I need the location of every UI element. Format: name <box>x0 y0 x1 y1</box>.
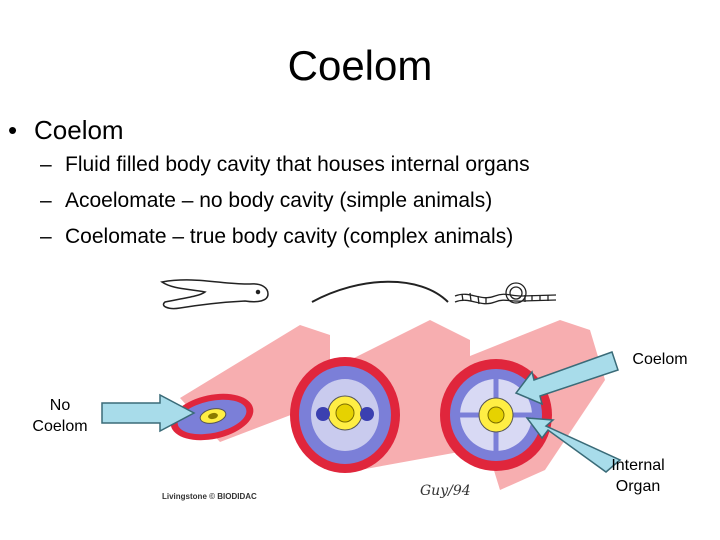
coelom-label: Coelom <box>632 351 688 368</box>
flatworm-sketch <box>160 279 269 310</box>
main-bullet-text: Coelom <box>34 115 124 145</box>
no-coelom-label-line: No <box>49 397 71 414</box>
slide-title: Coelom <box>287 42 433 89</box>
subpoint: –Acoelomate – no body cavity (simple ani… <box>40 188 492 214</box>
sub-marker: – <box>40 153 52 176</box>
coelom-diagram: Livingstone © BIODIDAC Guy/94 <box>101 279 622 501</box>
subpoint: –Coelomate – true body cavity (complex a… <box>40 224 513 250</box>
earthworm-sketch <box>454 282 557 305</box>
no-coelom-label-line: Coelom <box>32 418 88 435</box>
subpoint: –Fluid filled body cavity that houses in… <box>40 152 530 178</box>
no-coelom-label: No Coelom <box>24 395 96 437</box>
signature-mark: Guy/94 <box>420 483 471 499</box>
subpoint-text: Coelomate – true body cavity (complex an… <box>65 225 514 248</box>
internal-organ-label-line: Organ <box>615 478 661 495</box>
sub-marker: – <box>40 189 52 212</box>
credit-text: Livingstone © BIODIDAC <box>162 492 257 501</box>
internal-organ-label: Internal Organ <box>598 455 678 497</box>
sub-marker: – <box>40 225 52 248</box>
internal-organ-label-line: Internal <box>611 457 665 474</box>
pseudocoelomate-tube <box>290 320 470 473</box>
no-coelom-arrow <box>101 393 196 433</box>
subpoint-text: Acoelomate – no body cavity (simple anim… <box>65 189 493 212</box>
bullet-marker: • <box>8 115 18 145</box>
main-bullet: • Coelom <box>8 114 124 146</box>
coelom-arrow <box>514 351 619 406</box>
internal-organ-arrow <box>525 417 622 473</box>
subpoint-text: Fluid filled body cavity that houses int… <box>65 153 530 176</box>
roundworm-sketch <box>311 280 449 303</box>
